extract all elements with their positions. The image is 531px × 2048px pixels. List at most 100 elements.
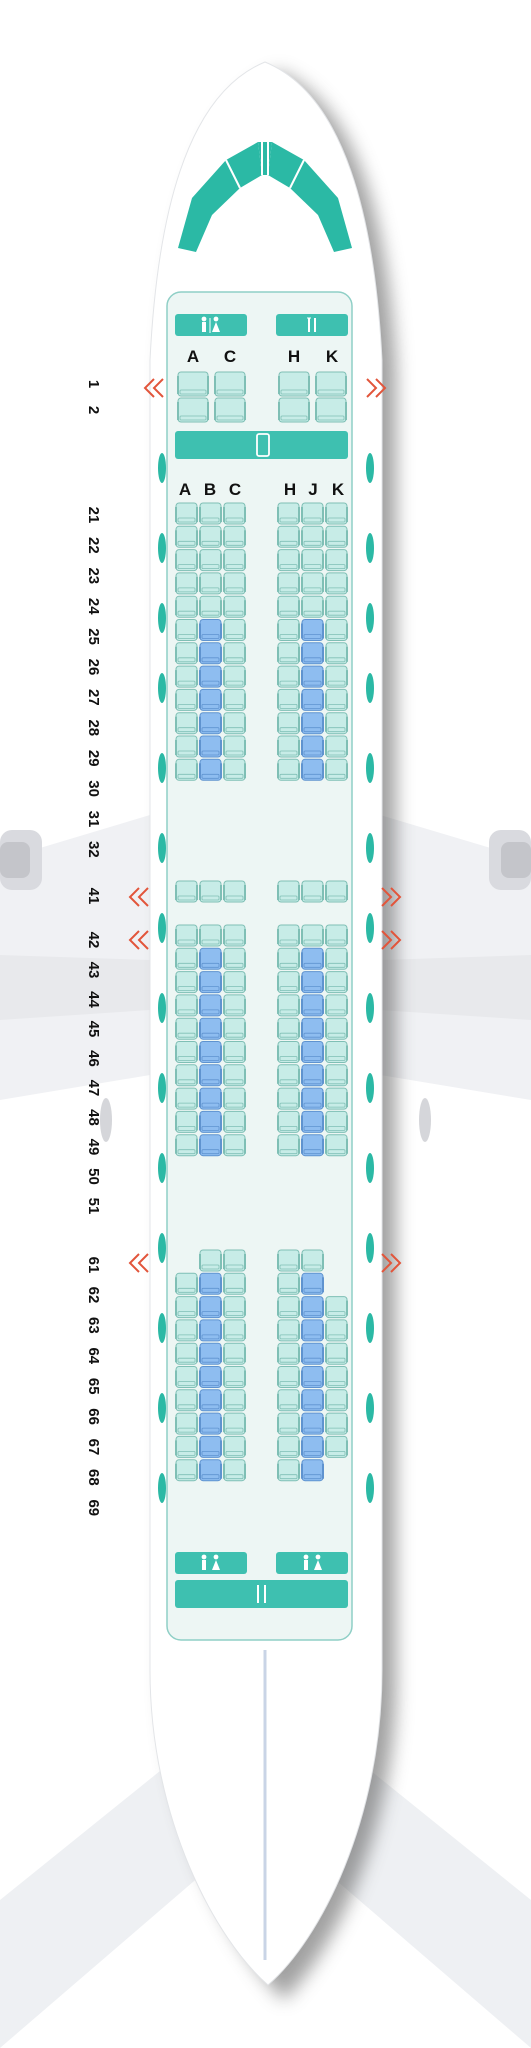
seat[interactable] <box>199 595 222 618</box>
seat[interactable] <box>277 665 300 688</box>
seat[interactable] <box>223 880 246 903</box>
extra-legroom-seat[interactable] <box>199 1087 222 1110</box>
seat[interactable] <box>175 1272 198 1295</box>
seat[interactable] <box>325 619 348 641</box>
seat[interactable] <box>223 758 246 781</box>
seat[interactable] <box>223 619 246 641</box>
seat[interactable] <box>223 735 246 758</box>
seat[interactable] <box>223 1041 246 1063</box>
extra-legroom-seat[interactable] <box>301 1459 324 1482</box>
seat[interactable] <box>325 688 348 711</box>
seat[interactable] <box>325 1342 348 1365</box>
extra-legroom-seat[interactable] <box>301 1389 324 1412</box>
seat[interactable] <box>175 758 198 781</box>
seat[interactable] <box>199 1249 222 1272</box>
seat[interactable] <box>325 1366 348 1388</box>
seat[interactable] <box>277 924 300 947</box>
extra-legroom-seat[interactable] <box>301 1064 324 1087</box>
seat[interactable] <box>277 758 300 781</box>
seat[interactable] <box>325 502 348 525</box>
extra-legroom-seat[interactable] <box>199 1389 222 1412</box>
seat[interactable] <box>175 1342 198 1365</box>
seat[interactable] <box>277 1296 300 1319</box>
extra-legroom-seat[interactable] <box>199 1017 222 1040</box>
seat[interactable] <box>199 549 222 572</box>
seat[interactable] <box>325 1064 348 1087</box>
seat[interactable] <box>325 924 348 947</box>
seat[interactable] <box>325 665 348 688</box>
extra-legroom-seat[interactable] <box>199 1272 222 1295</box>
extra-legroom-seat[interactable] <box>199 619 222 641</box>
seat[interactable] <box>277 1366 300 1388</box>
extra-legroom-seat[interactable] <box>301 1296 324 1319</box>
seat[interactable] <box>175 1041 198 1063</box>
seat[interactable] <box>325 1435 348 1458</box>
seat[interactable] <box>175 1064 198 1087</box>
seat[interactable] <box>301 549 324 572</box>
seat[interactable] <box>223 595 246 618</box>
extra-legroom-seat[interactable] <box>301 712 324 735</box>
extra-legroom-seat[interactable] <box>199 1342 222 1365</box>
seat[interactable] <box>223 1017 246 1040</box>
seat[interactable] <box>214 397 246 423</box>
extra-legroom-seat[interactable] <box>301 971 324 994</box>
seat[interactable] <box>175 665 198 688</box>
seat[interactable] <box>175 971 198 994</box>
seat[interactable] <box>325 549 348 572</box>
extra-legroom-seat[interactable] <box>301 1110 324 1133</box>
seat[interactable] <box>223 1412 246 1435</box>
seat[interactable] <box>175 1366 198 1388</box>
seat[interactable] <box>277 880 300 903</box>
seat[interactable] <box>175 1435 198 1458</box>
seat[interactable] <box>325 1389 348 1412</box>
seat[interactable] <box>223 1435 246 1458</box>
extra-legroom-seat[interactable] <box>199 1435 222 1458</box>
seat[interactable] <box>223 947 246 970</box>
seat[interactable] <box>325 1017 348 1040</box>
seat[interactable] <box>301 880 324 903</box>
seat[interactable] <box>277 1110 300 1133</box>
extra-legroom-seat[interactable] <box>301 758 324 781</box>
seat[interactable] <box>175 1459 198 1482</box>
extra-legroom-seat[interactable] <box>199 688 222 711</box>
seat[interactable] <box>277 1249 300 1272</box>
seat[interactable] <box>223 1389 246 1412</box>
seat[interactable] <box>199 502 222 525</box>
extra-legroom-seat[interactable] <box>199 1041 222 1063</box>
extra-legroom-seat[interactable] <box>301 1319 324 1342</box>
seat[interactable] <box>175 525 198 548</box>
seat[interactable] <box>277 1041 300 1063</box>
seat[interactable] <box>277 735 300 758</box>
seat[interactable] <box>325 525 348 548</box>
seat[interactable] <box>175 572 198 595</box>
seat[interactable] <box>315 397 347 423</box>
seat[interactable] <box>277 525 300 548</box>
extra-legroom-seat[interactable] <box>199 947 222 970</box>
seat[interactable] <box>325 735 348 758</box>
seat[interactable] <box>277 1435 300 1458</box>
seat[interactable] <box>301 502 324 525</box>
seat[interactable] <box>223 665 246 688</box>
extra-legroom-seat[interactable] <box>301 1412 324 1435</box>
seat[interactable] <box>175 994 198 1017</box>
seat[interactable] <box>177 371 209 397</box>
seat[interactable] <box>223 1249 246 1272</box>
seat[interactable] <box>199 880 222 903</box>
seat[interactable] <box>301 924 324 947</box>
seat[interactable] <box>325 947 348 970</box>
seat[interactable] <box>325 1319 348 1342</box>
seat[interactable] <box>223 1064 246 1087</box>
extra-legroom-seat[interactable] <box>301 735 324 758</box>
seat[interactable] <box>301 1249 324 1272</box>
extra-legroom-seat[interactable] <box>199 994 222 1017</box>
seat[interactable] <box>199 924 222 947</box>
extra-legroom-seat[interactable] <box>199 1134 222 1157</box>
seat[interactable] <box>277 1087 300 1110</box>
seat[interactable] <box>175 1087 198 1110</box>
seat[interactable] <box>325 1041 348 1063</box>
seat[interactable] <box>175 595 198 618</box>
seat[interactable] <box>223 712 246 735</box>
extra-legroom-seat[interactable] <box>199 971 222 994</box>
seat[interactable] <box>277 1459 300 1482</box>
seat[interactable] <box>325 758 348 781</box>
